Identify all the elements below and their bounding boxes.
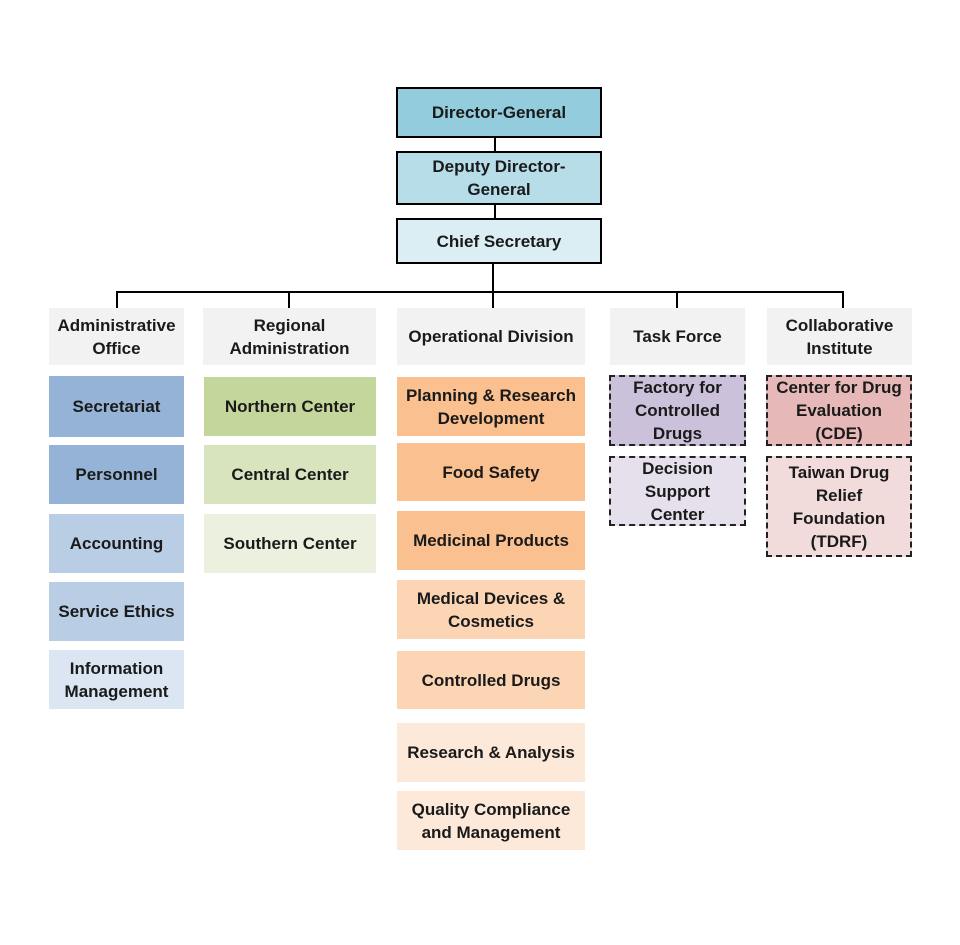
drop-administrative <box>116 291 118 308</box>
chief-secretary-box: Chief Secretary <box>396 218 602 264</box>
unit-decision-support-center: Decision Support Center <box>609 456 746 526</box>
header-task-force: Task Force <box>610 308 745 365</box>
unit-secretariat: Secretariat <box>49 376 184 437</box>
connector-ddg-cs <box>494 205 496 218</box>
unit-research-analysis: Research & Analysis <box>397 723 585 782</box>
unit-controlled-drugs: Controlled Drugs <box>397 651 585 709</box>
unit-southern-center: Southern Center <box>204 514 376 573</box>
header-collaborative-institute: Collaborative Institute <box>767 308 912 365</box>
unit-planning-research-development: Planning & Research Development <box>397 377 585 436</box>
connector-dg-ddg <box>494 138 496 151</box>
unit-northern-center: Northern Center <box>204 377 376 436</box>
director-general-box: Director-General <box>396 87 602 138</box>
unit-factory-controlled-drugs: Factory for Controlled Drugs <box>609 375 746 446</box>
unit-tdrf: Taiwan Drug Relief Foundation (TDRF) <box>766 456 912 557</box>
drop-operational <box>492 291 494 308</box>
connector-cs-bus <box>492 264 494 293</box>
drop-collaborative <box>842 291 844 308</box>
drop-task-force <box>676 291 678 308</box>
header-regional-administration: Regional Administration <box>203 308 376 365</box>
branch-bus <box>116 291 844 293</box>
unit-food-safety: Food Safety <box>397 443 585 501</box>
deputy-director-general-box: Deputy Director- General <box>396 151 602 205</box>
unit-personnel: Personnel <box>49 445 184 504</box>
unit-medicinal-products: Medicinal Products <box>397 511 585 570</box>
header-operational-division: Operational Division <box>397 308 585 365</box>
unit-central-center: Central Center <box>204 445 376 504</box>
unit-cde: Center for Drug Evaluation (CDE) <box>766 375 912 446</box>
unit-medical-devices-cosmetics: Medical Devices & Cosmetics <box>397 580 585 639</box>
header-administrative-office: Administrative Office <box>49 308 184 365</box>
unit-service-ethics: Service Ethics <box>49 582 184 641</box>
unit-quality-compliance-management: Quality Compliance and Management <box>397 791 585 850</box>
unit-accounting: Accounting <box>49 514 184 573</box>
drop-regional <box>288 291 290 308</box>
unit-information-management: Information Management <box>49 650 184 709</box>
